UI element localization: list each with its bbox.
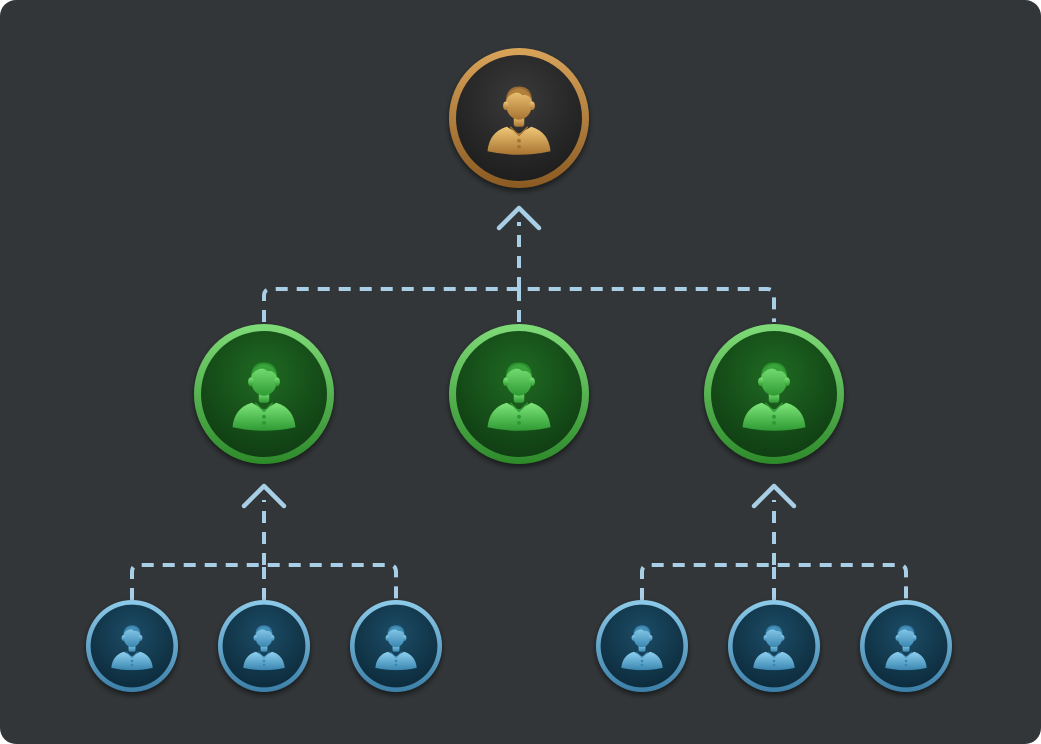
avatar-figure: [487, 86, 551, 155]
person-icon: [753, 625, 795, 671]
connectors: [130, 205, 908, 600]
avatar-figure: [232, 362, 296, 431]
avatar-node-leaf-1[interactable]: [86, 600, 178, 692]
avatar-node-leaf-5[interactable]: [728, 600, 820, 692]
chevron-up-icon: [751, 483, 797, 509]
avatar-figure: [742, 362, 806, 431]
avatar-node-leaf-3[interactable]: [350, 600, 442, 692]
avatar-node-mid-3[interactable]: [704, 324, 844, 464]
avatar-figure: [243, 625, 285, 671]
person-icon: [742, 362, 806, 431]
nodes: [86, 48, 952, 692]
avatar-node-top[interactable]: [449, 48, 589, 188]
person-icon: [111, 625, 153, 671]
person-icon: [375, 625, 417, 671]
person-icon: [487, 362, 551, 431]
person-icon: [232, 362, 296, 431]
avatar-figure: [487, 362, 551, 431]
avatar-node-leaf-2[interactable]: [218, 600, 310, 692]
avatar-node-leaf-4[interactable]: [596, 600, 688, 692]
connector-bracket-right: [640, 563, 908, 600]
person-icon: [243, 625, 285, 671]
avatar-figure: [885, 625, 927, 671]
avatar-node-mid-2[interactable]: [449, 324, 589, 464]
chevron-up-icon: [496, 205, 542, 231]
avatar-figure: [111, 625, 153, 671]
person-icon: [621, 625, 663, 671]
avatar-figure: [375, 625, 417, 671]
person-icon: [487, 86, 551, 155]
person-icon: [885, 625, 927, 671]
connector-bracket-left: [130, 563, 398, 600]
connector-bracket-top: [262, 287, 776, 322]
avatar-figure: [753, 625, 795, 671]
chevron-up-icon: [241, 483, 287, 509]
avatar-node-mid-1[interactable]: [194, 324, 334, 464]
avatar-node-leaf-6[interactable]: [860, 600, 952, 692]
avatar-figure: [621, 625, 663, 671]
